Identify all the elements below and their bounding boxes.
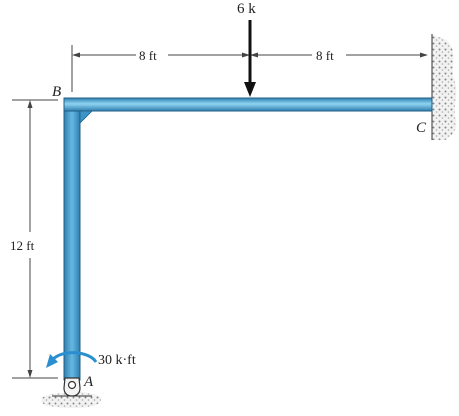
point-load-arrow: 6 k [237, 1, 256, 97]
wall-support-c [431, 34, 457, 140]
dimension-height: 12 ft [10, 99, 58, 379]
dimension-left-span: 8 ft [71, 45, 250, 92]
dimension-label-right: 8 ft [316, 48, 334, 63]
pin-support-a [63, 377, 81, 397]
dimension-label-left: 8 ft [139, 48, 157, 63]
point-load-label: 6 k [237, 1, 256, 17]
dimension-label-height: 12 ft [10, 238, 35, 253]
column-ab [63, 97, 81, 381]
point-label-b: B [52, 84, 61, 100]
moment-label: 30 k·ft [98, 353, 136, 368]
dimension-right-span: 8 ft [250, 48, 428, 63]
moment-arrow-a: 30 k·ft [46, 351, 136, 368]
point-label-c: C [416, 120, 427, 136]
point-label-a: A [83, 374, 94, 390]
beam-bc [63, 97, 433, 124]
